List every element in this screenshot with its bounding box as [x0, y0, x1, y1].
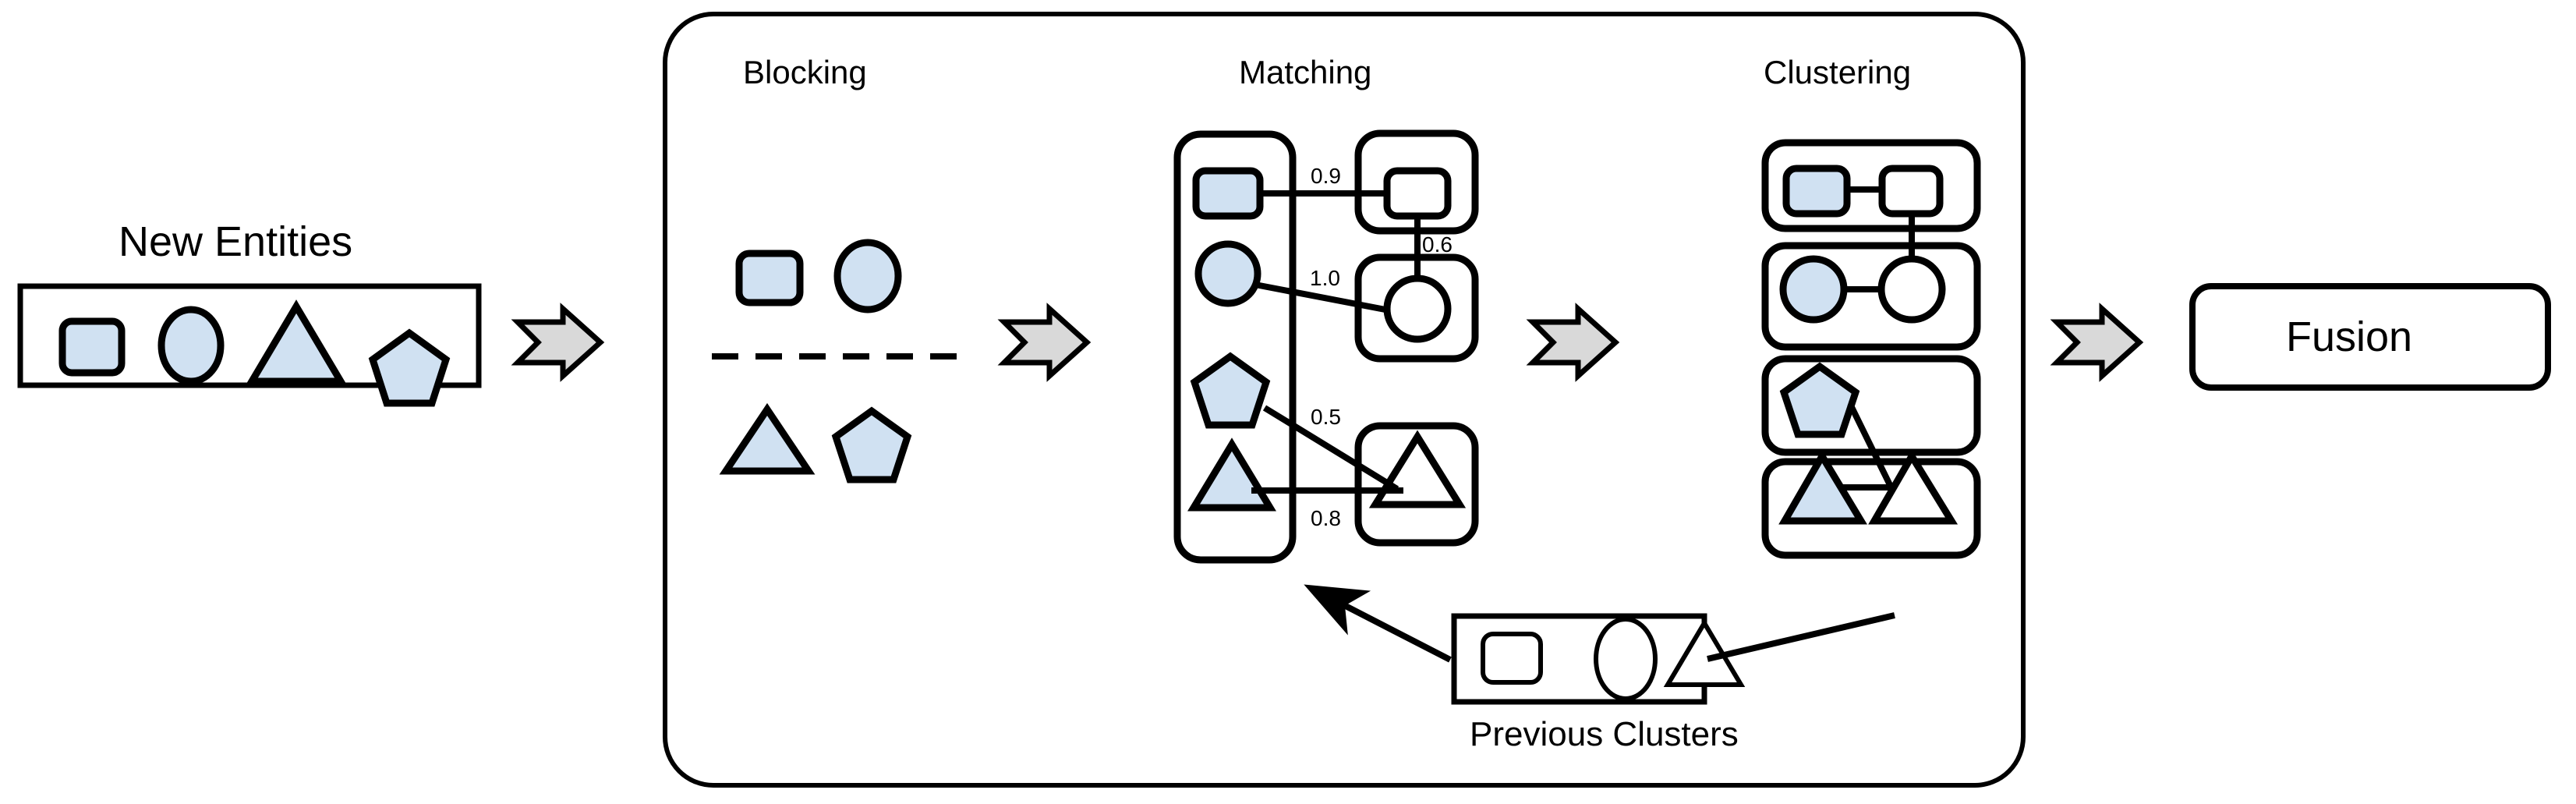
previous-clusters-shape-square [1481, 632, 1543, 685]
clustering-link-pentagon-triangle [1847, 402, 1895, 491]
new-entities-shape-triangle [246, 299, 347, 385]
matching-left-group [1173, 130, 1297, 564]
match-weight-0-8: 0.8 [1311, 506, 1341, 530]
matching-right-group-triangle [1354, 422, 1479, 547]
matching-right-shape-square [1383, 167, 1452, 220]
clustering-shape-pentagon-blue [1779, 362, 1860, 438]
blocking-shape-triangle [719, 402, 816, 475]
match-weight-0-9: 0.9 [1311, 164, 1341, 188]
line-clustering-to-previous-clusters [1707, 612, 1895, 662]
clustering-cluster-box-2 [1761, 242, 1981, 351]
match-weight-0-5: 0.5 [1311, 405, 1341, 429]
matching-edge-circle-circle [1254, 282, 1390, 313]
match-weight-1-0: 1.0 [1310, 266, 1340, 290]
clustering-shape-square-blue [1782, 165, 1851, 218]
clustering-shape-triangle-blue [1778, 449, 1867, 525]
matching-left-shape-triangle [1187, 437, 1276, 512]
previous-clusters-shape-ellipse [1594, 617, 1658, 701]
stage-title-blocking: Blocking [743, 54, 867, 90]
fusion-label: Fusion [2286, 313, 2413, 360]
new-entities-shape-circle [157, 306, 225, 385]
clustering-shape-circle-white [1877, 255, 1946, 324]
arrow-previous-clusters-to-matching [1304, 584, 1452, 663]
matching-edge-pentagon-triangle [1262, 405, 1399, 492]
fusion-box [2189, 283, 2551, 391]
match-weight-0-6: 0.6 [1422, 232, 1453, 257]
matching-left-shape-circle [1194, 240, 1261, 307]
stage-title-matching: Matching [1239, 54, 1372, 90]
clustering-cluster-box-4 [1761, 458, 1981, 559]
stage-title-clustering: Clustering [1764, 54, 1912, 90]
arrow-new-entities-to-blocking [511, 303, 605, 382]
new-entities-box [17, 283, 482, 388]
clustering-shape-circle-blue [1779, 255, 1848, 324]
blocking-shape-square [735, 250, 804, 306]
arrow-blocking-to-matching [997, 303, 1092, 382]
new-entities-shape-square [58, 317, 126, 377]
new-entities-title: New Entities [119, 218, 353, 265]
arrow-clustering-to-fusion [2050, 303, 2144, 382]
blocking-shape-circle [833, 239, 902, 313]
new-entities-shape-pentagon [368, 328, 451, 407]
arrow-matching-to-clustering [1526, 303, 1620, 382]
clustering-shape-square-white [1878, 165, 1944, 218]
matching-left-shape-pentagon [1190, 352, 1271, 429]
matching-left-shape-square [1192, 167, 1264, 220]
matching-right-shape-triangle [1368, 430, 1467, 508]
blocking-shape-pentagon [831, 406, 912, 483]
previous-clusters-title: Previous Clusters [1470, 715, 1739, 753]
pipeline-container [663, 12, 2026, 788]
clustering-cluster-box-1 [1761, 139, 1981, 232]
matching-right-shape-circle [1383, 274, 1452, 343]
